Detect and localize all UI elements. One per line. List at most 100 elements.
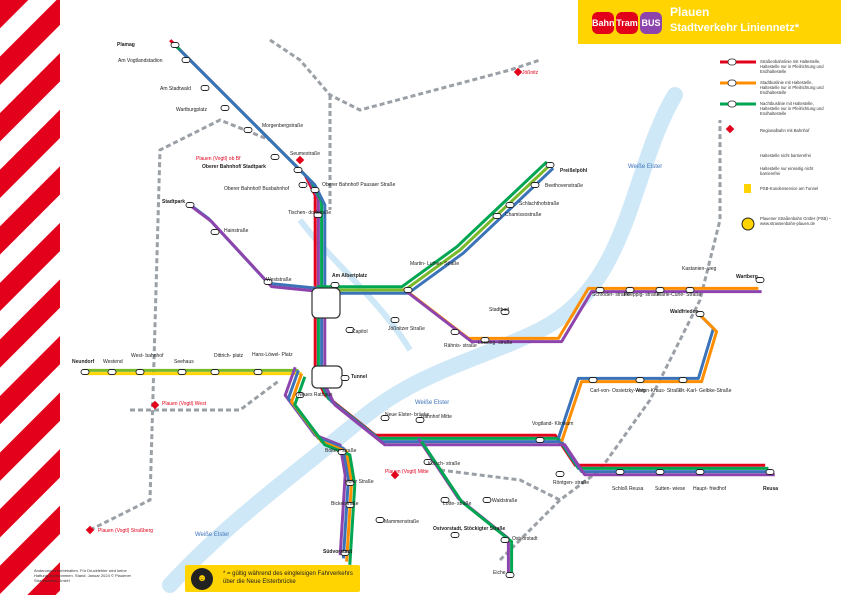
stop-bahnhof_mitte: [415, 417, 425, 423]
station-label-westend: Westend: [103, 359, 123, 365]
station-label-stadtbad: Stadtbad: [489, 307, 509, 313]
regional-station-plauen_mitte: [390, 470, 400, 480]
stop-weststr: [263, 279, 273, 285]
stop-hansloewel: [253, 369, 263, 375]
stop-stadtpark: [185, 202, 195, 208]
legend-citybus: Stadtbuslinie mit Haltestelle, Haltestel…: [760, 80, 824, 95]
regional-station-plauen_ob: [295, 155, 305, 165]
stop-raehnis: [450, 329, 460, 335]
legend-partly-accessible: Haltestelle nur einseitig nicht barriere…: [760, 166, 814, 176]
station-label-westbahnhof: West- bahnhof: [131, 353, 164, 359]
stop-plamag: [170, 42, 180, 48]
stop-beethoven: [530, 182, 540, 188]
station-label-stadtpark: Stadtpark: [162, 199, 185, 205]
station-label-seume: Seumestraße: [290, 151, 320, 157]
line-branch-suedvorstadt-3: [293, 376, 357, 565]
station-label-seehaus: Seehaus: [174, 359, 194, 365]
stop-suttenwiese: [655, 469, 665, 475]
stop-ostvorstadt_stoeckig: [450, 532, 460, 538]
station-label-koelsch: Kölsch- straße: [428, 461, 460, 467]
legend-sample-stop-0: [727, 58, 737, 66]
stop-capitol: [345, 327, 355, 333]
stop-wartberg: [755, 277, 765, 283]
station-label-wartberg: Wartberg: [736, 274, 758, 280]
notice-box: ☻ * = gültig während des eingleisigen Fa…: [185, 565, 360, 592]
station-label-morgenberg: Morgenbergstraße: [262, 123, 303, 129]
station-label-suedvorstadt: Südvorstadt: [323, 549, 353, 555]
station-label-weisse_elster_3: Weiße Elster: [195, 532, 229, 538]
station-label-hauptfriedhof: Haupt- friedhof: [693, 486, 727, 492]
station-label-mariecurie: Marie-Curie- Straße: [657, 292, 701, 298]
stop-waldfrieden: [695, 311, 705, 317]
stop-chamisso: [492, 213, 502, 219]
line-branch-wartberg-1: [405, 290, 762, 344]
station-label-roentgen: Röntgen- straße: [553, 480, 589, 486]
station-label-tischendorf: Tischen- dorfstraße: [288, 210, 331, 216]
station-label-capitol: Capitol: [352, 329, 368, 335]
station-label-suttenwiese: Sutten- wiese: [655, 486, 686, 492]
interchange-0: [311, 287, 341, 319]
stop-preisselpoehl: [545, 162, 555, 168]
station-label-weststr: Weststraße: [266, 277, 292, 283]
station-label-oberer_bf_pausaer: Oberer Bahnhof/ Pausaer Straße: [322, 182, 396, 188]
station-label-schloss_reusa: Schloß Reusa: [612, 486, 644, 492]
line-branch-preisselpoehl-2: [323, 167, 555, 295]
stop-hauptfriedhof: [695, 469, 705, 475]
stop-poeppig: [625, 287, 635, 293]
line-branch-eiche-1: [420, 440, 514, 577]
stop-luther: [403, 287, 413, 293]
stop-ossietzky: [588, 377, 598, 383]
stop-eiche: [505, 572, 515, 578]
stop-oberer_bf_stadtpark: [293, 167, 303, 173]
station-label-hainstr: Hainstraße: [224, 228, 249, 234]
station-label-beethoven: Beethovenstraße: [545, 183, 583, 189]
station-label-hansloewel: Hans-Löwel- Platz: [252, 352, 293, 358]
stop-lutherstr: [440, 497, 450, 503]
line-branch-waldfrieden-1: [560, 315, 719, 443]
station-label-joessnitzer: Jößnitzer Straße: [388, 326, 425, 332]
line-branch-suedvorstadt-0: [283, 366, 347, 556]
station-label-vogtlandstadion: Am Vogtlandstadion: [118, 58, 163, 64]
stop-seume: [270, 154, 280, 160]
legend-regionalbahn: Regionalbahn mit Bahnhof: [760, 128, 810, 133]
station-label-bahnhof_mitte: Bahnhof Mitte: [421, 414, 452, 420]
stop-albertplatz: [330, 282, 340, 288]
line-branch-suedvorstadt-1: [286, 369, 350, 559]
stop-oberer_bf_pausaer: [310, 187, 320, 193]
legend-sample-stop-2: [727, 100, 737, 108]
stop-seehaus: [177, 369, 187, 375]
stop-kastanienweg: [685, 287, 695, 293]
stop-wartburgplatz: [220, 105, 230, 111]
station-label-boelteu: Bölteu- straße: [325, 448, 357, 454]
map-title: Plauen: [670, 5, 710, 19]
legend-nightbus: Nachtbuslinie mit Haltestelle, Haltestel…: [760, 101, 824, 116]
station-label-karlgelbke: Dr.-Karl- Gelbke-Straße: [679, 388, 732, 394]
notice-text: * = gültig während des eingleisigen Fahr…: [223, 571, 353, 585]
station-label-preisselpoehl: Preißelpöhl: [560, 168, 588, 174]
legend-sample-stop-1: [727, 79, 737, 87]
interchange-1: [311, 365, 343, 389]
legend-sample-regional: [725, 124, 735, 134]
station-label-ostvorstadt_stoeckig: Ostvorstadt, Stöckigter Straße: [433, 526, 505, 532]
station-label-reusa: Reusa: [763, 486, 778, 492]
line-branch-preisselpoehl-1: [320, 163, 552, 292]
station-label-hofer: Hofer Straße: [345, 479, 374, 485]
station-label-schroeder: Schröder- straße: [592, 292, 630, 298]
stop-dittrichplatz: [210, 369, 220, 375]
station-label-ossietzky: Carl-von- Ossietzky-Weg: [590, 388, 646, 394]
footer-note: Änderungen vorbehalten. Für Druckfehler …: [34, 568, 132, 583]
legend-operator-icon: [741, 217, 755, 231]
station-label-ostvorstadt: Ostvorstadt: [512, 536, 538, 542]
stop-koelsch: [423, 459, 433, 465]
station-label-lutherstr: Lotte- straße: [443, 501, 472, 507]
station-label-weisse_elster_2: Weiße Elster: [415, 400, 449, 406]
rail-line-0: [89, 118, 271, 532]
station-label-neue_elster: Neue Elster- brücke: [385, 412, 429, 418]
stop-neues_rathaus: [295, 392, 305, 398]
rail-line-3: [498, 120, 722, 562]
stop-westend: [107, 369, 117, 375]
station-label-poeppig: Poeppig- straße: [624, 292, 660, 298]
stop-reusa: [765, 469, 775, 475]
stop-tunnel: [340, 375, 350, 381]
